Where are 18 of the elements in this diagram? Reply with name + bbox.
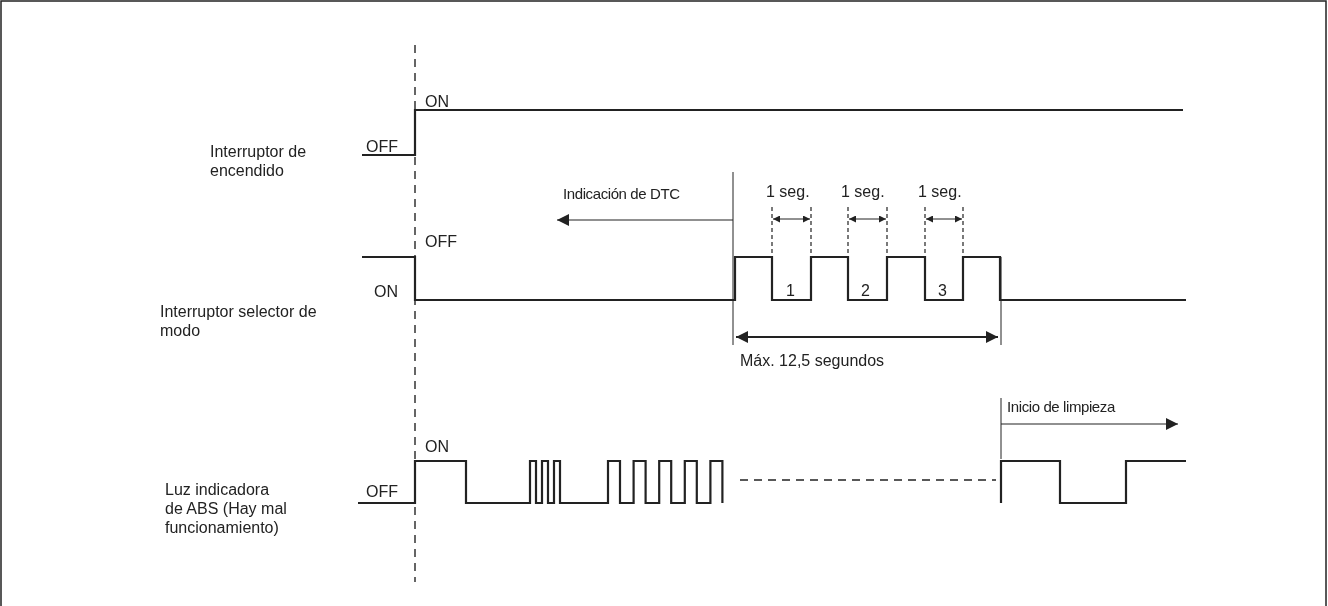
duration-label: 1 seg. bbox=[918, 182, 962, 201]
state-label: OFF bbox=[366, 482, 398, 501]
dimension-label: Máx. 12,5 segundos bbox=[740, 351, 885, 370]
pulse-number: 2 bbox=[861, 281, 870, 300]
direction-label: Indicación de DTC bbox=[563, 184, 680, 203]
direction-label: Inicio de limpieza bbox=[1007, 397, 1115, 416]
pulse-number: 1 bbox=[786, 281, 795, 300]
state-label: OFF bbox=[366, 137, 398, 156]
duration-label: 1 seg. bbox=[841, 182, 885, 201]
signal-label: Interruptor selector de modo bbox=[160, 302, 318, 340]
state-label: ON bbox=[425, 437, 449, 456]
state-label: ON bbox=[425, 92, 449, 111]
state-label: ON bbox=[374, 282, 398, 301]
state-label: OFF bbox=[425, 232, 457, 251]
signal-label: Luz indicadora de ABS (Hay mal funcionamiento) bbox=[165, 480, 288, 537]
duration-label: 1 seg. bbox=[766, 182, 810, 201]
signal-label: Interruptor de encendido bbox=[210, 142, 308, 180]
pulse-number: 3 bbox=[938, 281, 947, 300]
